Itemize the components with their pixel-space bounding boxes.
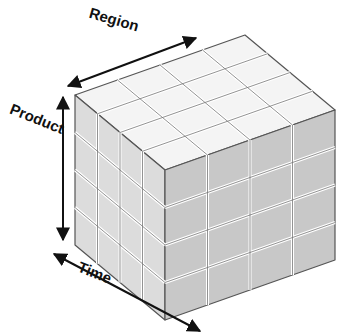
axis-label: Product [8,100,67,137]
axis-label: Region [87,4,141,34]
cube-edges [75,50,335,305]
cube-gaps [75,50,335,305]
region-arrow [68,38,196,86]
time-arrow [54,254,200,331]
product-arrow [62,97,64,240]
left-face [75,95,165,320]
